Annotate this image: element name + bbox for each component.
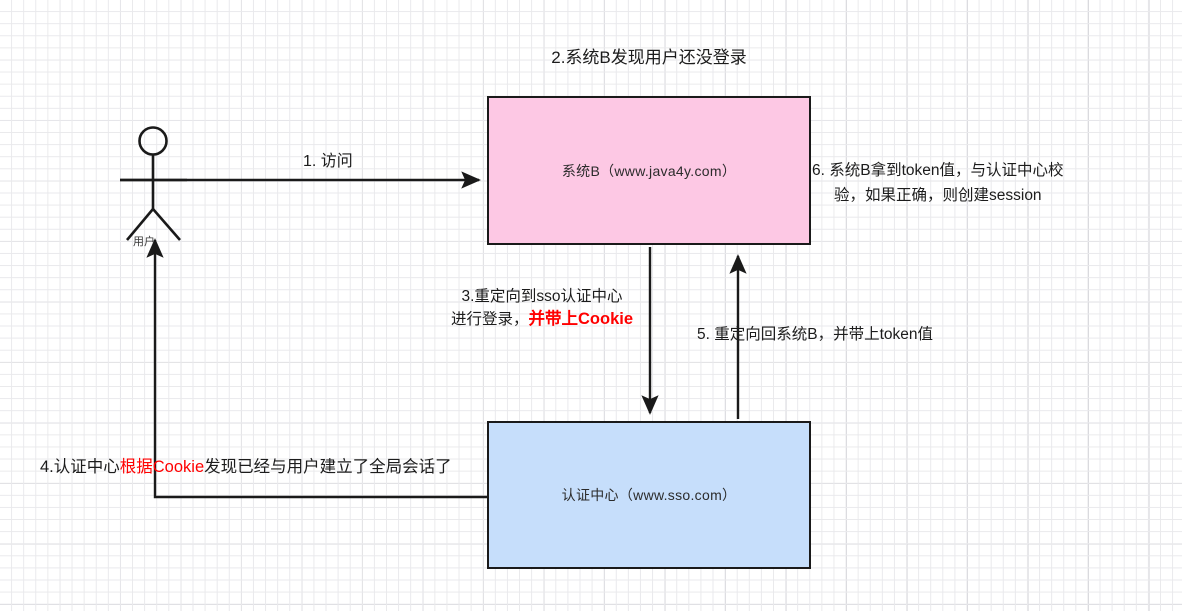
edge-label-step5: 5. 重定向回系统B，并带上token值: [697, 326, 933, 343]
edge-label-step4: 4.认证中心根据Cookie发现已经与用户建立了全局会话了: [40, 456, 452, 480]
edge-label-step4-part2: 发现已经与用户建立了全局会话了: [204, 458, 452, 476]
actor-stick-figure-icon: [120, 126, 187, 241]
node-system-b[interactable]: 系统B（www.java4y.com）: [487, 96, 811, 245]
actor-label: 用户: [133, 236, 155, 248]
edge-label-step6: 6. 系统B拿到token值，与认证中心校 验，如果正确，则创建session: [812, 159, 1124, 209]
edge-label-step6-line2: 验，如果正确，则创建session: [834, 186, 1042, 204]
edge-label-step3-line1: 3.重定向到sso认证中心: [461, 288, 623, 305]
edge-label-step4-part1: 4.认证中心: [40, 458, 120, 476]
edge-label-step3: 3.重定向到sso认证中心 进行登录，并带上Cookie: [432, 286, 652, 332]
edge-label-step3-line2-plain: 进行登录，: [450, 311, 529, 329]
edge-label-step3-highlight: 并带上Cookie: [528, 310, 634, 329]
edge-label-step1: 1. 访问: [303, 153, 353, 170]
edge-label-step4-highlight: 根据Cookie: [119, 458, 205, 476]
node-system-b-label: 系统B（www.java4y.com）: [561, 162, 737, 179]
node-sso-center-label: 认证中心（www.sso.com）: [561, 487, 737, 503]
edge-label-step6-line1: 6. 系统B拿到token值，与认证中心校: [812, 162, 1064, 179]
node-sso-center[interactable]: 认证中心（www.sso.com）: [487, 421, 811, 569]
system-b-step2-title: 2.系统B发现用户还没登录: [551, 48, 747, 67]
